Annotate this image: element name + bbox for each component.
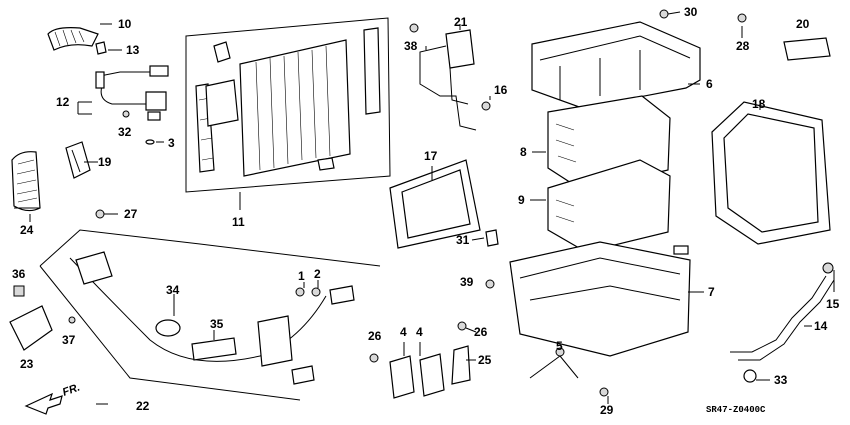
part-29-screw bbox=[599, 387, 609, 397]
callout-10: 10 bbox=[118, 17, 132, 31]
callout-20: 20 bbox=[796, 17, 810, 31]
part-33-clamp bbox=[743, 369, 757, 383]
callout-17: 17 bbox=[424, 149, 438, 163]
part-26-screw-right bbox=[457, 321, 467, 331]
callout-33: 33 bbox=[774, 373, 788, 387]
callout-16: 16 bbox=[494, 83, 508, 97]
part-15-grommet bbox=[822, 262, 834, 274]
part-12-expansion-valve-tube bbox=[95, 65, 169, 121]
callout-22: 22 bbox=[136, 399, 150, 413]
callout-23: 23 bbox=[20, 357, 34, 371]
part-16-grommet bbox=[481, 101, 491, 111]
callout-36: 36 bbox=[12, 267, 26, 281]
part-18-seal bbox=[711, 101, 831, 245]
fr-label: FR. bbox=[61, 381, 82, 398]
callout-34: 34 bbox=[166, 283, 180, 297]
front-direction-arrow: FR. bbox=[24, 381, 82, 415]
part-23-bracket bbox=[9, 305, 53, 351]
part-24-seal bbox=[11, 151, 41, 212]
callout-37: 37 bbox=[62, 333, 76, 347]
part-1-relay bbox=[295, 287, 305, 297]
part-30-nut bbox=[659, 9, 669, 19]
callout-32: 32 bbox=[118, 125, 132, 139]
callout-29: 29 bbox=[600, 403, 614, 417]
callout-13: 13 bbox=[126, 43, 140, 57]
part-31-clip bbox=[485, 229, 499, 247]
callout-39: 39 bbox=[460, 275, 474, 289]
part-26-screw-left bbox=[369, 353, 379, 363]
callout-4-left: 4 bbox=[400, 325, 407, 339]
callout-27: 27 bbox=[124, 207, 138, 221]
callout-26-right: 26 bbox=[474, 325, 488, 339]
callout-4-right: 4 bbox=[416, 325, 423, 339]
diagram-code: SR47-Z0400C bbox=[706, 405, 766, 415]
callout-5: 5 bbox=[556, 339, 563, 353]
part-11-evaporator-box bbox=[185, 17, 391, 193]
callout-2: 2 bbox=[314, 267, 321, 281]
part-13-clip bbox=[95, 41, 107, 55]
part-6-upper-case bbox=[531, 21, 701, 109]
part-36-clip bbox=[13, 285, 25, 297]
callout-14: 14 bbox=[814, 319, 828, 333]
part-34-grommet bbox=[155, 319, 181, 337]
part-7-tab bbox=[673, 245, 689, 255]
part-10-seal bbox=[47, 27, 99, 51]
part-3-o-ring bbox=[145, 139, 155, 145]
part-25-bracket bbox=[451, 345, 471, 385]
part-32-screw bbox=[122, 110, 130, 118]
callout-6: 6 bbox=[706, 77, 713, 91]
callout-7: 7 bbox=[708, 285, 715, 299]
part-37-screw bbox=[68, 316, 76, 324]
part-22-wire-harness bbox=[39, 229, 381, 401]
part-20-connector bbox=[783, 37, 831, 61]
callout-30: 30 bbox=[684, 5, 698, 19]
callout-15: 15 bbox=[826, 297, 840, 311]
leader-lines bbox=[29, 11, 835, 405]
callout-31: 31 bbox=[456, 233, 470, 247]
callout-3: 3 bbox=[168, 136, 175, 150]
part-39-screw bbox=[485, 279, 495, 289]
part-7-lower-case bbox=[509, 241, 691, 357]
part-17-seal bbox=[389, 159, 481, 249]
callout-24: 24 bbox=[20, 223, 34, 237]
part-2-connector bbox=[311, 287, 321, 297]
callout-8: 8 bbox=[520, 145, 527, 159]
callout-9: 9 bbox=[518, 193, 525, 207]
callout-12: 12 bbox=[56, 95, 70, 109]
callout-26-left: 26 bbox=[368, 329, 382, 343]
callout-21: 21 bbox=[454, 15, 468, 29]
callout-1: 1 bbox=[298, 269, 305, 283]
part-35-wire-clip bbox=[191, 337, 237, 361]
part-38-screw bbox=[409, 23, 419, 33]
part-4-actuator bbox=[389, 353, 445, 399]
part-28-screw bbox=[737, 13, 747, 23]
callout-38: 38 bbox=[404, 39, 418, 53]
callout-labels: 10 13 12 32 3 19 24 27 11 21 38 16 17 31… bbox=[12, 5, 840, 417]
part-14-drain-hose bbox=[730, 275, 835, 361]
callout-18: 18 bbox=[752, 97, 766, 111]
callout-25: 25 bbox=[478, 353, 492, 367]
callout-35: 35 bbox=[210, 317, 224, 331]
part-27-screw bbox=[95, 209, 105, 219]
callout-11: 11 bbox=[232, 215, 245, 229]
part-9-case-half bbox=[547, 159, 671, 253]
callout-19: 19 bbox=[98, 155, 112, 169]
part-21-thermostat bbox=[419, 29, 477, 131]
part-19-seal bbox=[65, 141, 91, 179]
callout-28: 28 bbox=[736, 39, 750, 53]
